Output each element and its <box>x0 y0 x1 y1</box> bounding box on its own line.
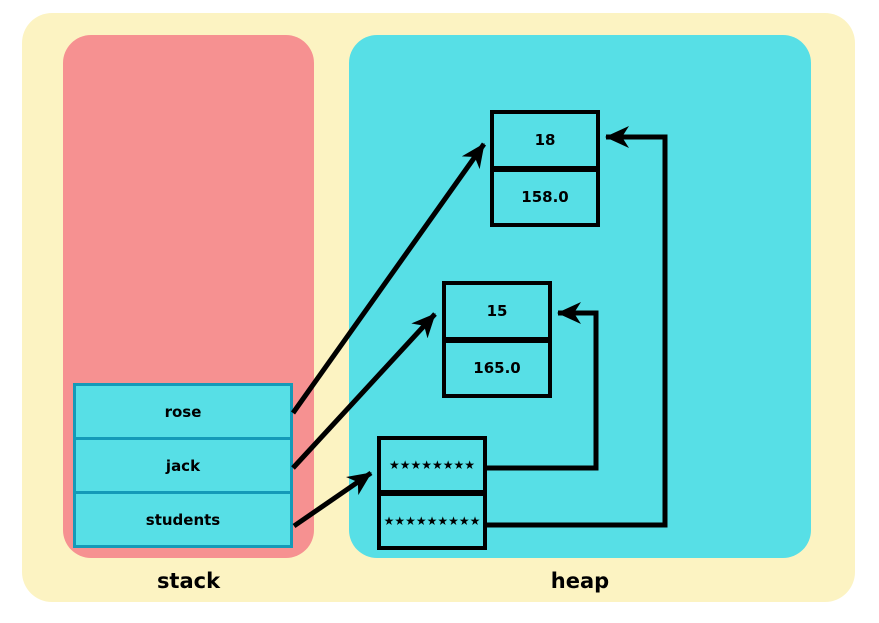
stack-variable-label: jack <box>165 456 201 475</box>
heap-field-text: ★★★★★★★★★ <box>383 514 481 528</box>
heap-region-label: heap <box>550 569 610 593</box>
heap-field-reference: ★★★★★★★★★ <box>381 496 483 546</box>
heap-field-value: 165.0 <box>446 343 548 395</box>
stack-variable-label: students <box>145 510 221 529</box>
heap-object-middle: 15 165.0 <box>442 281 552 398</box>
heap-field-text: 158.0 <box>521 188 569 207</box>
stack-variable-students: students <box>73 491 293 548</box>
stack-region-label: stack <box>156 569 221 593</box>
stack-variable-label: rose <box>164 402 202 421</box>
heap-field-text: 165.0 <box>473 359 521 378</box>
heap-array-object: ★★★★★★★★ ★★★★★★★★★ <box>377 436 487 550</box>
heap-object-top: 18 158.0 <box>490 110 600 227</box>
heap-field-divider <box>381 490 483 496</box>
heap-field-value: 15 <box>446 285 548 337</box>
stack-variable-rose: rose <box>73 383 293 440</box>
heap-field-text: ★★★★★★★★ <box>388 458 476 472</box>
heap-field-text: 18 <box>534 130 556 149</box>
stack-variable-jack: jack <box>73 437 293 494</box>
heap-field-reference: ★★★★★★★★ <box>381 440 483 490</box>
heap-field-value: 158.0 <box>494 172 596 224</box>
stack-frame: rose jack students <box>73 383 293 548</box>
heap-field-value: 18 <box>494 114 596 166</box>
heap-field-text: 15 <box>486 301 508 320</box>
